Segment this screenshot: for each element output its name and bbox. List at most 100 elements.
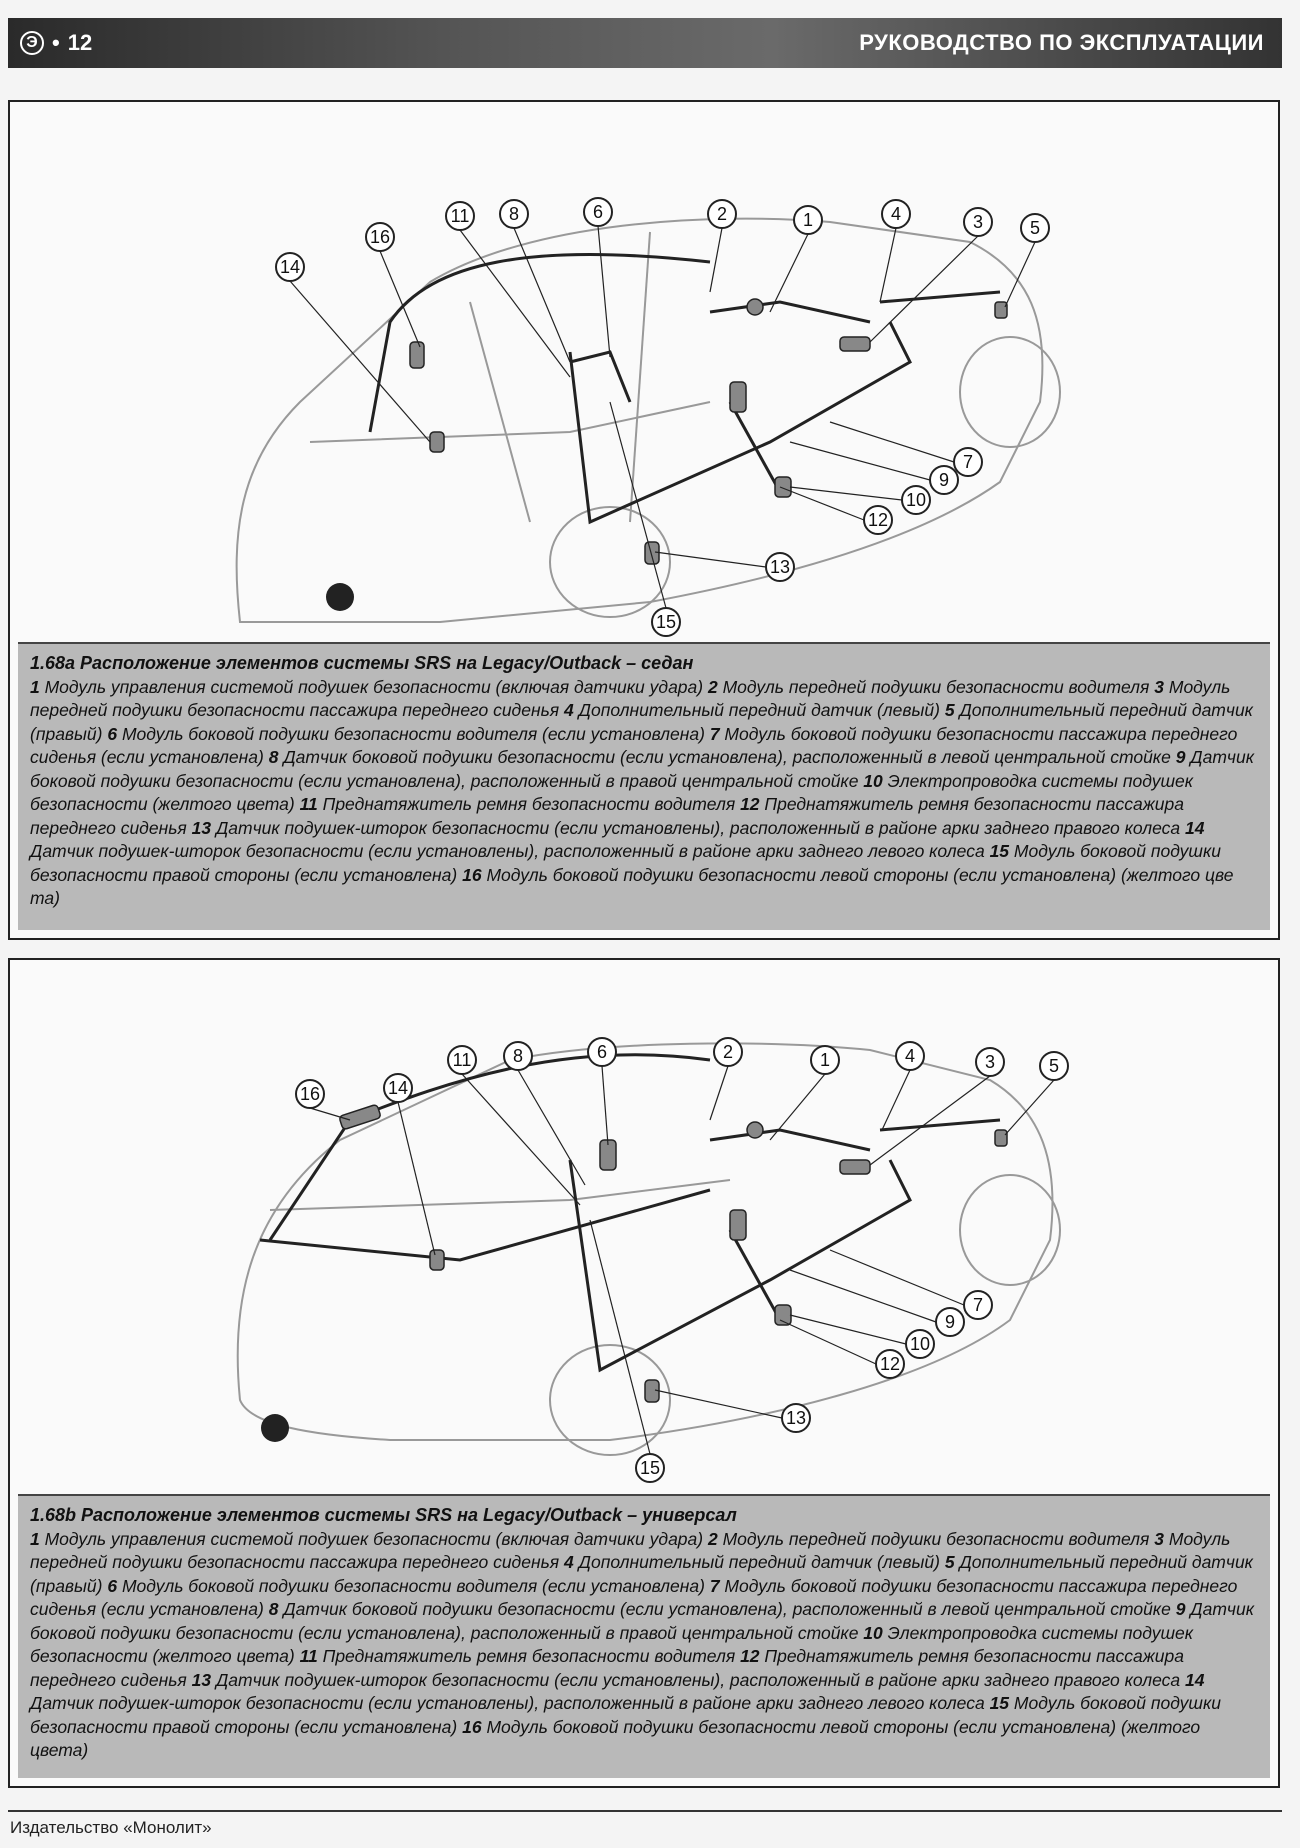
footer-divider — [8, 1810, 1282, 1812]
figure-drawing: 1 2 3 4 5 6 7 8 9 10 11 12 13 14 15 16 — [10, 960, 1278, 1490]
item-text: Модуль передней подушки безопасности пас… — [30, 1528, 1231, 1573]
item-text: Преднатяжитель ремня безопасности пассаж… — [30, 1646, 1184, 1690]
item-num: 16 — [462, 1716, 482, 1737]
svg-text:3: 3 — [985, 1052, 995, 1072]
callout-16: 16 — [365, 222, 395, 252]
svg-text:2: 2 — [717, 204, 727, 224]
item-text: Модуль боковой подушки безопасности лево… — [30, 864, 1234, 909]
callout-11: 11 — [445, 201, 475, 231]
item-text: Модуль боковой подушки безопасности пасс… — [30, 723, 1238, 768]
item-text: Преднатяжитель ремня безопасности водите… — [322, 1646, 736, 1666]
svg-text:7: 7 — [963, 452, 973, 472]
header-left: Э • 12 — [20, 30, 92, 56]
item-text: Датчик подушек-шторок безопасности (если… — [215, 817, 1181, 838]
item-text: Модуль боковой подушки безопасности прав… — [30, 1693, 1221, 1737]
car-srs-diagram: 1 2 3 4 5 6 7 8 9 10 11 12 13 14 15 16 — [235, 197, 1061, 637]
item-num: 7 — [709, 723, 720, 744]
svg-text:5: 5 — [1030, 218, 1040, 238]
figure-drawing: 1 2 3 4 5 6 7 8 9 10 11 12 13 14 15 16 — [10, 102, 1278, 637]
item-text: Модуль управления системой подушек безоп… — [44, 1528, 704, 1549]
item-num: 1 — [30, 676, 40, 697]
item-text: Модуль боковой подушки безопасности пасс… — [30, 1575, 1238, 1620]
bullet: • — [52, 30, 60, 55]
svg-text:14: 14 — [388, 1078, 408, 1098]
header-title: РУКОВОДСТВО ПО ЭКСПЛУАТАЦИИ — [859, 30, 1264, 55]
svg-text:15: 15 — [656, 612, 676, 632]
item-text: Модуль боковой подушки безопасности лево… — [30, 1716, 1201, 1761]
svg-text:5: 5 — [1049, 1056, 1059, 1076]
item-num: 11 — [299, 1646, 318, 1666]
logo-mark-icon — [261, 1414, 289, 1442]
svg-text:8: 8 — [513, 1046, 523, 1066]
callout-12: 12 — [875, 1349, 905, 1379]
item-text: Модуль управления системой подушек безоп… — [44, 676, 704, 697]
svg-text:9: 9 — [939, 470, 949, 490]
footer-publisher: Издательство «Монолит» — [10, 1818, 212, 1837]
item-text: Модуль передней подушки безопасности вод… — [722, 676, 1150, 697]
callout-3: 3 — [975, 1047, 1005, 1077]
svg-text:1: 1 — [803, 210, 813, 230]
item-num: 15 — [989, 1693, 1010, 1713]
callout-15: 15 — [651, 607, 681, 637]
callout-2: 2 — [713, 1037, 743, 1067]
item-num: 4 — [564, 1552, 574, 1572]
item-num: 9 — [1175, 1599, 1186, 1619]
svg-text:1: 1 — [820, 1050, 830, 1070]
car-srs-diagram: 1 2 3 4 5 6 7 8 9 10 11 12 13 14 15 16 — [236, 1037, 1069, 1483]
figure-caption: 1.68а Расположение элементов системы SRS… — [18, 642, 1270, 930]
callout-15: 15 — [635, 1453, 665, 1483]
callout-16: 16 — [295, 1079, 325, 1109]
item-num: 10 — [863, 1622, 883, 1643]
item-num: 1 — [30, 1528, 40, 1549]
svg-text:6: 6 — [593, 202, 603, 222]
callout-1: 1 — [793, 205, 823, 235]
caption-body: 1 Модуль управления системой подушек без… — [30, 677, 1254, 909]
callout-9: 9 — [935, 1307, 965, 1337]
item-text: Дополнительный передний датчик (правый) — [30, 1552, 1253, 1596]
item-num: 16 — [462, 864, 482, 885]
page-header: Э • 12 РУКОВОДСТВО ПО ЭКСПЛУАТАЦИИ — [8, 18, 1282, 68]
item-num: 6 — [107, 1575, 118, 1596]
svg-text:11: 11 — [453, 1050, 472, 1070]
item-text: Дополнительный передний датчик (правый) — [30, 700, 1253, 744]
caption-title: 1.68а Расположение элементов системы SRS… — [30, 653, 694, 673]
svg-text:13: 13 — [770, 557, 790, 577]
svg-text:11: 11 — [451, 206, 470, 226]
svg-text:9: 9 — [945, 1312, 955, 1332]
callout-8: 8 — [499, 199, 529, 229]
callout-6: 6 — [587, 1037, 617, 1067]
svg-text:7: 7 — [973, 1295, 983, 1315]
item-num: 6 — [107, 723, 118, 744]
item-text: Дополнительный передний датчик (левый) — [578, 1552, 940, 1572]
item-num: 8 — [268, 1599, 279, 1619]
svg-text:3: 3 — [973, 212, 983, 232]
item-text: Датчик подушек-шторок безопасности (если… — [215, 1669, 1181, 1690]
svg-text:13: 13 — [786, 1408, 806, 1428]
svg-text:8: 8 — [509, 204, 519, 224]
callout-10: 10 — [901, 485, 931, 515]
logo-mark-icon — [326, 583, 354, 611]
callout-11: 11 — [447, 1045, 477, 1075]
item-num: 12 — [740, 1646, 760, 1666]
callout-12: 12 — [863, 505, 893, 535]
callout-2: 2 — [707, 199, 737, 229]
svg-text:14: 14 — [280, 257, 300, 277]
item-text: Модуль боковой подушки безопасности води… — [121, 1575, 705, 1596]
callout-4: 4 — [895, 1041, 925, 1071]
svg-text:6: 6 — [597, 1042, 607, 1062]
item-num: 3 — [1154, 1528, 1164, 1549]
callout-5: 5 — [1020, 213, 1050, 243]
svg-text:10: 10 — [910, 1334, 930, 1354]
callout-6: 6 — [583, 197, 613, 227]
item-text: Датчик подушек-шторок безопасности (если… — [30, 1693, 985, 1713]
page-number: 12 — [67, 30, 93, 55]
item-text: Электропроводка системы подушек безопасн… — [30, 770, 1193, 815]
item-text: Модуль боковой подушки безопасности прав… — [30, 841, 1221, 885]
callout-8: 8 — [503, 1041, 533, 1071]
caption-body: 1 Модуль управления системой подушек без… — [30, 1529, 1254, 1761]
svg-text:2: 2 — [723, 1042, 733, 1062]
callout-14: 14 — [275, 252, 305, 282]
item-text: Модуль передней подушки безопасности вод… — [722, 1528, 1150, 1549]
item-num: 4 — [564, 700, 574, 720]
item-num: 8 — [268, 747, 279, 767]
